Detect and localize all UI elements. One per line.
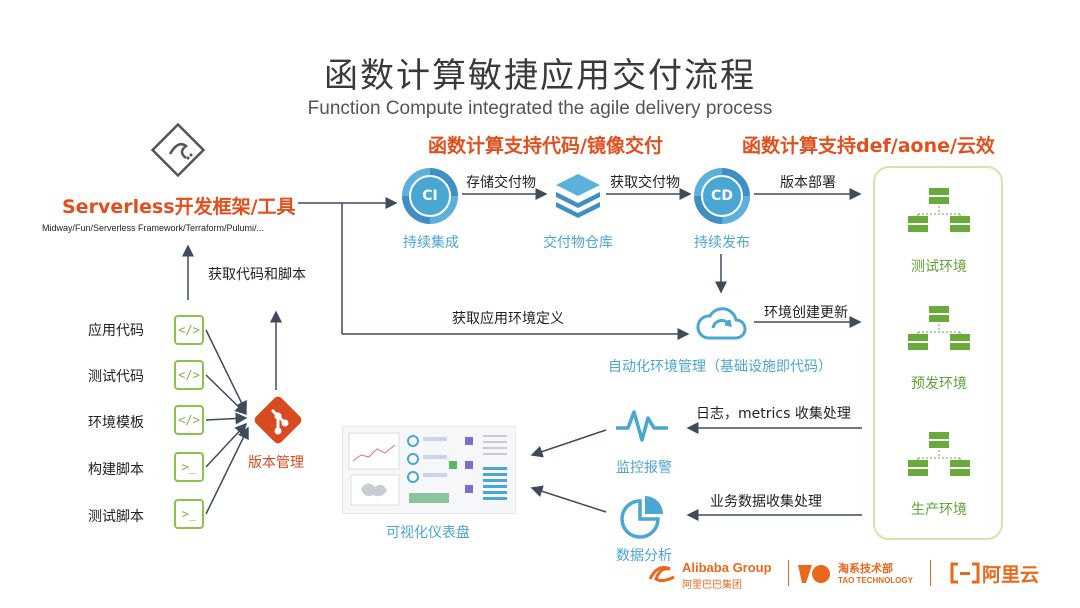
fetch-artifact-label: 获取交付物 [610,175,680,191]
alibaba-group-cn-text: 阿里巴巴集团 [682,580,742,591]
version-management-label: 版本管理 [248,455,304,471]
framework-title: Serverless开发框架/工具 [62,196,296,218]
code-icon: </> [174,315,204,345]
aliyun-logo-icon [950,562,980,584]
logs-metrics-label: 日志，metrics 收集处理 [696,406,851,422]
pie-chart-icon [618,493,666,541]
tao-logo-icon [796,561,832,587]
artifact-repository-icon [550,168,606,224]
ci-label: 持续集成 [403,235,459,251]
aliyun-text: 阿里云 [982,564,1040,586]
cd-label: 持续发布 [694,235,750,251]
dashboard-thumbnail [342,426,516,514]
source-app-code-label: 应用代码 [88,323,144,339]
store-artifact-label: 存储交付物 [466,175,536,191]
code-icon: </> [174,360,204,390]
source-build-script-label: 构建脚本 [88,462,144,478]
env-update-label: 环境创建更新 [764,305,848,321]
alibaba-group-text: Alibaba Group [682,560,772,575]
serverless-framework-logo-icon [148,120,208,180]
server-cluster-icon [906,430,972,486]
git-icon [252,394,304,446]
monitoring-label: 监控报警 [616,460,672,476]
tao-cn-text: 淘系技术部 [838,562,893,575]
source-test-script-label: 测试脚本 [88,509,144,525]
cloud-refresh-icon [694,298,748,348]
section-cloud-delivery: 函数计算支持def/aone/云效 [742,135,995,157]
env-test-label: 测试环境 [911,259,967,275]
server-cluster-icon [906,186,972,242]
pulse-icon [614,402,670,446]
page-title: 函数计算敏捷应用交付流程 [324,56,756,96]
terminal-icon: >_ [174,452,204,482]
tao-en-text: TAO TECHNOLOGY [838,576,913,585]
ci-icon: CI [402,168,458,224]
artifact-repository-label: 交付物仓库 [543,235,613,251]
dashboard-label: 可视化仪表盘 [386,525,470,541]
cd-icon: CD [694,168,750,224]
source-env-template-label: 环境模板 [88,415,144,431]
version-deploy-label: 版本部署 [780,175,836,191]
env-staging-label: 预发环境 [911,376,967,392]
logo-divider [788,560,789,586]
terminal-icon: >_ [174,499,204,529]
env-production-label: 生产环境 [911,502,967,518]
logo-divider [930,560,931,586]
page-subtitle: Function Compute integrated the agile de… [307,98,773,119]
source-test-code-label: 测试代码 [88,369,144,385]
framework-list: Midway/Fun/Serverless Framework/Terrafor… [42,223,265,233]
auto-env-label: 自动化环境管理（基础设施即代码） [608,359,832,375]
code-icon: </> [174,405,204,435]
data-analytics-label: 数据分析 [616,548,672,564]
environments-panel [873,166,1003,540]
section-code-image-delivery: 函数计算支持代码/镜像交付 [428,135,663,157]
fetch-code-label: 获取代码和脚本 [208,267,306,283]
alibaba-logo-icon [646,561,678,587]
biz-data-label: 业务数据收集处理 [710,494,822,510]
server-cluster-icon [906,304,972,360]
fetch-env-label: 获取应用环境定义 [452,311,564,327]
